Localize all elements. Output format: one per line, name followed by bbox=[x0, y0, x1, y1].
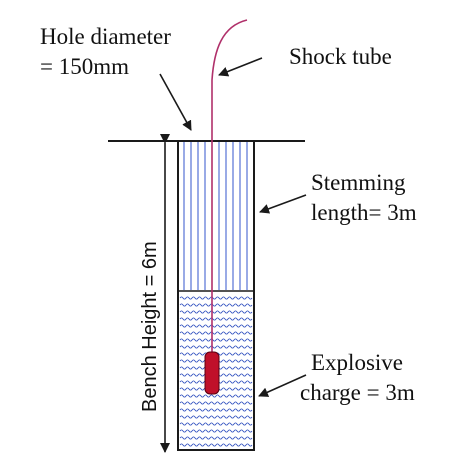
hole-diameter-label-line2: = 150mm bbox=[40, 54, 129, 79]
blast-hole-outline bbox=[177, 140, 255, 451]
hole-diameter-arrow bbox=[159, 73, 192, 131]
hole-diameter-label-line1: Hole diameter bbox=[40, 24, 171, 49]
wave-line bbox=[179, 303, 253, 307]
wave-line bbox=[179, 296, 253, 300]
wave-line bbox=[179, 394, 253, 398]
wave-line bbox=[179, 429, 253, 433]
wave-line bbox=[179, 345, 253, 349]
wave-line bbox=[179, 436, 253, 440]
bench-height-label: Bench Height = 6m bbox=[139, 241, 161, 412]
wave-line bbox=[179, 338, 253, 342]
explosive-label-line1: Explosive bbox=[311, 350, 403, 375]
wave-line bbox=[179, 331, 253, 335]
stemming-label-line2: length= 3m bbox=[311, 200, 417, 225]
explosive-label-line2: charge = 3m bbox=[300, 380, 415, 405]
stemming-arrow bbox=[259, 194, 307, 214]
shock-tube-line bbox=[211, 19, 248, 352]
stemming-label-line1: Stemming bbox=[311, 170, 406, 195]
explosive-arrow bbox=[258, 374, 307, 397]
wave-line bbox=[179, 310, 253, 314]
wave-line bbox=[179, 324, 253, 328]
shock-tube-arrow bbox=[218, 57, 263, 77]
wave-line bbox=[179, 408, 253, 412]
primer-charge bbox=[204, 351, 220, 395]
stemming-section bbox=[178, 141, 254, 291]
wave-line bbox=[179, 317, 253, 321]
wave-line bbox=[179, 443, 253, 447]
wave-line bbox=[179, 415, 253, 419]
wave-line bbox=[179, 401, 253, 405]
shock-tube-label: Shock tube bbox=[289, 44, 392, 69]
wave-line bbox=[179, 422, 253, 426]
